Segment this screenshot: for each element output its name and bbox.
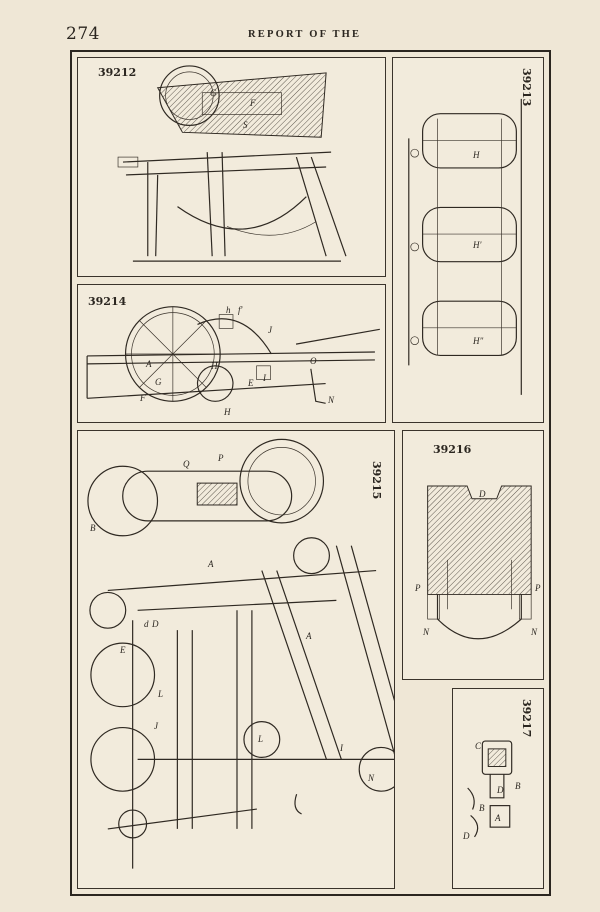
figure-39215-label-q: Q <box>183 459 190 469</box>
figure-39214-label-g: G <box>155 377 162 387</box>
figure-39215-panel: 39215 Q P B A d D E L J A I L N <box>77 430 395 889</box>
figure-39212-label-f: F <box>250 98 256 108</box>
figure-39214-label-n: N <box>328 395 335 405</box>
figure-39214-label-o: O <box>310 356 317 366</box>
figure-39214-label-h: h <box>226 305 231 315</box>
figure-39214-label-e: E <box>248 378 254 388</box>
figure-39212-panel: 39212 G F S <box>77 57 386 277</box>
figure-39213-panel: 39213 H H' H" <box>392 57 544 423</box>
page-number: 274 <box>66 24 100 44</box>
figure-39217-label-c: C <box>475 741 482 751</box>
figure-39215-label-d-small: d <box>144 619 149 629</box>
figure-39214-label-f1: f' <box>238 305 243 315</box>
figure-39215-label-d: D <box>152 619 159 629</box>
figure-39217-drawing <box>467 740 513 838</box>
figure-39216-label-p-left: P <box>415 583 421 593</box>
figure-39217-label-b: B <box>515 781 521 791</box>
figure-39215-label-b: B <box>90 523 96 533</box>
figure-39217-number: 39217 <box>520 699 533 738</box>
figure-39217-label-a: A <box>495 813 501 823</box>
figure-39215-drawing <box>87 438 394 869</box>
figure-39214-label-h-center: H <box>211 361 218 371</box>
figure-39214-label-h-bottom: H <box>224 407 231 417</box>
figure-39217-panel: 39217 C B D B D A <box>452 688 544 889</box>
figure-39213-number: 39213 <box>520 68 533 107</box>
figure-39215-label-l: L <box>158 689 164 699</box>
figure-39216-panel: 39216 D P P N N <box>402 430 544 680</box>
figure-39214-label-j: J <box>268 325 272 335</box>
figure-39215-label-a-chain: A <box>306 631 312 641</box>
figure-39216-number: 39216 <box>433 443 472 456</box>
plate-frame <box>70 50 551 896</box>
figure-39214-label-i: I <box>263 373 266 383</box>
figure-39213-label-h2: H" <box>473 336 484 346</box>
figure-39215-label-l-gear: L <box>258 734 264 744</box>
figure-39217-label-b-lower: B <box>479 803 485 813</box>
figure-39213-drawing <box>408 98 522 395</box>
figure-39213-label-h: H <box>473 150 480 160</box>
figure-39216-label-d: D <box>479 489 486 499</box>
figure-39217-label-d-lower: D <box>463 831 470 841</box>
figure-39214-label-a: A <box>146 359 152 369</box>
figure-39212-drawing <box>117 65 347 262</box>
figure-39216-label-p-right: P <box>535 583 541 593</box>
figure-39212-label-g: G <box>210 88 217 98</box>
figure-39212-label-s: S <box>243 120 248 130</box>
figure-39215-number: 39215 <box>370 461 383 500</box>
running-title: REPORT OF THE <box>248 29 362 40</box>
figure-39215-label-n: N <box>368 773 375 783</box>
figure-39216-label-n-right: N <box>531 627 538 637</box>
figure-39212-number: 39212 <box>98 66 137 79</box>
figure-39216-drawing <box>427 485 532 640</box>
figure-39215-label-j: J <box>154 721 158 731</box>
figure-39215-label-e: E <box>120 645 126 655</box>
figure-39216-label-n-left: N <box>423 627 430 637</box>
figure-39215-label-a: A <box>208 559 214 569</box>
figure-39215-label-p: P <box>218 453 224 463</box>
figure-39215-label-i: I <box>340 743 343 753</box>
figure-39214-panel: 39214 h f' J A G H E I F H O N <box>77 284 386 423</box>
figure-39213-label-h1: H' <box>473 240 482 250</box>
figure-39214-drawing <box>86 306 380 404</box>
figure-39214-label-f: F <box>140 393 146 403</box>
figure-39217-label-d: D <box>497 785 504 795</box>
figure-39214-number: 39214 <box>88 295 127 308</box>
